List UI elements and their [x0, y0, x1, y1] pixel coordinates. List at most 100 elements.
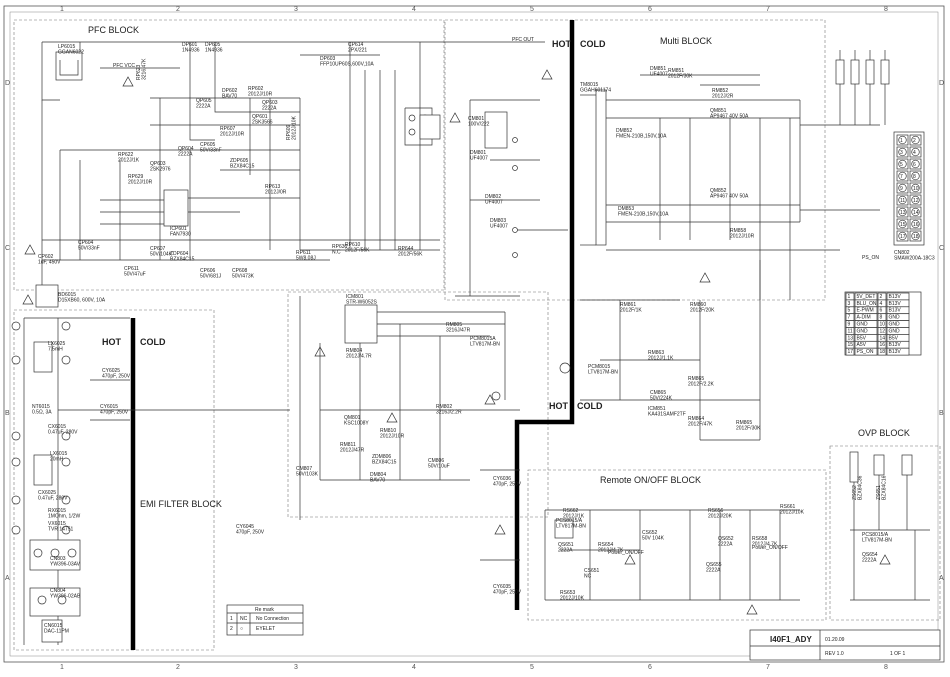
pin-table-cell: 13	[848, 335, 854, 341]
pin-table-cell: 16	[880, 342, 886, 348]
pin-table-cell: 18	[880, 349, 886, 355]
pin-table-cell: B13V	[889, 308, 902, 314]
pin-table-cell: B13V	[889, 294, 902, 300]
pin-table-cell: 10	[880, 322, 886, 328]
hot-zone-label: HOT	[549, 401, 569, 411]
ovp-block-border	[829, 445, 941, 621]
standby-wiring	[299, 99, 571, 561]
cn802-pin-ring	[898, 231, 907, 241]
column-label-top: 3	[294, 6, 298, 13]
cn802-pin-number: 10	[913, 186, 919, 192]
pin-table-cell: 12	[880, 328, 886, 334]
emi-block-border	[13, 309, 215, 651]
column-label-bottom: 2	[176, 664, 180, 671]
cn802-pin-ring	[911, 207, 920, 217]
pfc-block-border	[13, 19, 445, 291]
sheet-border	[3, 5, 945, 663]
pin-table-cell: PS_ON	[857, 349, 874, 355]
row-label-left: B	[5, 410, 10, 417]
cn802-pin-number: 8	[913, 174, 916, 180]
cn802-pin-ring	[911, 135, 920, 145]
pin-table-cell: E-PWM	[857, 308, 874, 314]
row-label-right: A	[939, 575, 944, 582]
cn802-pin-ring	[898, 159, 907, 169]
cn802-pin-number: 13	[900, 210, 906, 216]
pin-table-cell: A-DIM	[857, 315, 871, 321]
sheet-inner-border	[9, 11, 939, 657]
net-pfc-out: PFC OUT	[512, 37, 534, 43]
cn802-pin-ring	[898, 147, 907, 157]
warning-icon	[122, 76, 134, 87]
cn802-pin-number: 2	[913, 138, 916, 144]
pin-table-cell: A5V	[857, 342, 867, 348]
column-label-top: 6	[648, 6, 652, 13]
pin-table-cell-cell	[854, 347, 878, 356]
net-power-on-off: Power_ON/OFF	[608, 550, 644, 556]
column-label-bottom: 6	[648, 664, 652, 671]
cold-zone-label: COLD	[140, 337, 166, 347]
cn802-pin-number: 17	[900, 234, 906, 240]
drawing-title: I40F1_ADY	[770, 635, 812, 644]
remote-wiring	[544, 509, 800, 601]
pin-table-cell-cell	[845, 347, 855, 356]
ovp-block-title: OVP BLOCK	[858, 428, 910, 438]
component-zs651: ZS651BZX84C16	[876, 475, 888, 500]
emi-wiring	[11, 317, 290, 645]
pin-table-cell: 5	[848, 308, 851, 314]
pin-table-cell: 3	[848, 301, 851, 307]
row-label-left: C	[5, 245, 10, 252]
cold-zone-label: COLD	[577, 401, 603, 411]
cn802-pin-ring	[898, 183, 907, 193]
pin-table-cell: 6	[880, 308, 883, 314]
pin-table-cell: 17	[848, 349, 854, 355]
warning-icon	[449, 112, 461, 123]
pin-table-cell: GND	[857, 328, 869, 334]
column-label-top: 8	[884, 6, 888, 13]
warning-icon	[879, 554, 891, 565]
remote-block-title: Remote ON/OFF BLOCK	[600, 475, 701, 485]
pin-table-cell: B5V	[857, 335, 867, 341]
cn802-pin-ring	[911, 231, 920, 241]
column-label-top: 5	[530, 6, 534, 13]
cn802-pin-number: 14	[913, 210, 919, 216]
drawing-revision: REV 1.0	[825, 651, 844, 657]
pin-table-cell: B13V	[889, 301, 902, 307]
component-zs652: ZS652BZX84C36	[852, 475, 864, 500]
pfc-block-title: PFC BLOCK	[88, 25, 139, 35]
